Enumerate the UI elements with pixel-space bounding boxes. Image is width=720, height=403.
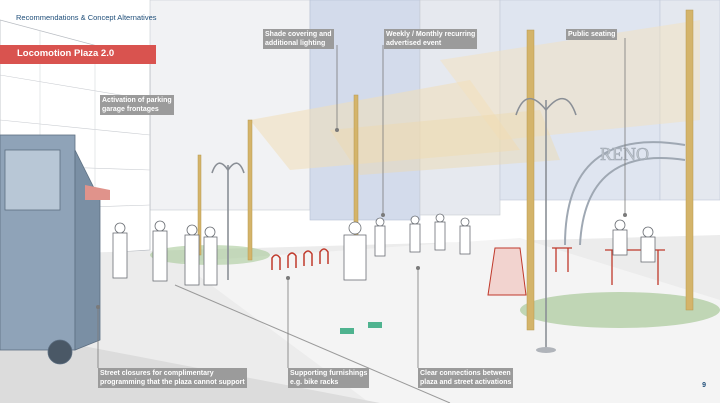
page-number: 9 [702,382,706,389]
shade-canopy-1 [250,80,520,170]
event-sign [487,247,527,296]
light-poles [197,9,694,331]
plaza-title-bar: Locomotion Plaza 2.0 [0,45,156,64]
callout-weekly-event: Weekly / Monthly recurring advertised ev… [384,29,478,49]
people [112,213,656,286]
page-header: Recommendations & Concept Alternatives [16,13,157,22]
callout-dots [96,128,627,309]
plaza-title: Locomotion Plaza 2.0 [17,48,115,59]
truck-awning [85,185,110,200]
food-truck [0,134,101,365]
callout-street-closures: Street closures for complimentary progra… [98,368,247,388]
reno-arch-text: RENO [600,144,649,164]
callout-parking-garage: Activation of parking garage frontages [100,95,174,115]
callout-connections: Clear connections between plaza and stre… [418,368,514,388]
shade-canopy-3 [330,110,560,175]
street [0,330,380,403]
bike-racks [271,248,329,270]
callout-leaders [97,38,626,368]
callout-public-seating: Public seating [566,29,618,40]
planter-right [520,292,720,328]
skater-skates [340,322,382,334]
shade-canopy-2 [440,20,700,140]
reno-arch [564,141,686,246]
callout-furnishings: Supporting furnishings e.g. bike racks [288,368,370,388]
sidewalk [180,238,720,403]
callout-shade-lighting: Shade covering and additional lighting [263,29,334,49]
lamp-posts [211,97,577,350]
